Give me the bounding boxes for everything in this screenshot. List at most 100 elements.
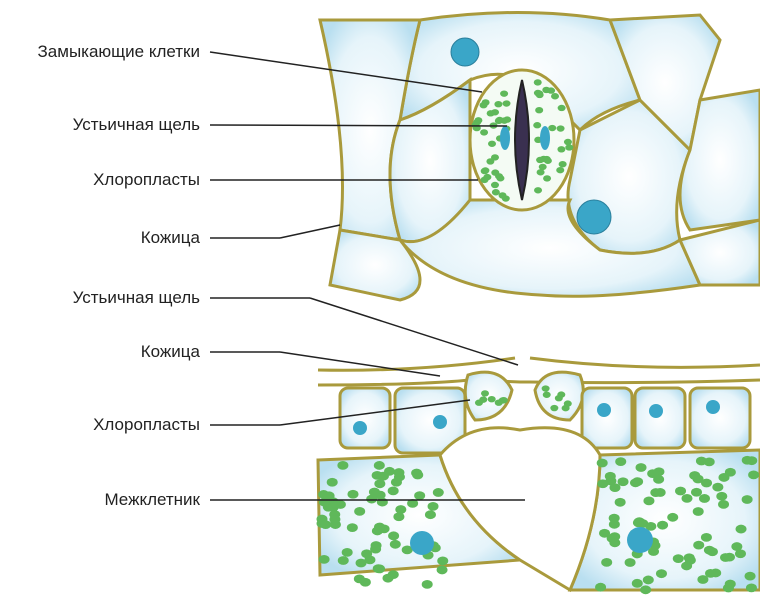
- chloroplast-icon: [604, 471, 616, 481]
- chloroplast-icon: [326, 477, 338, 487]
- chloroplast-icon: [390, 477, 402, 487]
- chloroplast-icon: [395, 505, 407, 514]
- chloroplast-icon: [491, 169, 500, 176]
- chloroplast-icon: [487, 395, 496, 403]
- chloroplast-icon: [388, 531, 400, 541]
- chloroplast-icon: [550, 404, 559, 412]
- label-intercellular-space: Межклетник: [104, 490, 200, 509]
- chloroplast-icon: [614, 497, 626, 507]
- chloroplast-icon: [494, 100, 503, 108]
- chloroplast-icon: [437, 556, 449, 566]
- chloroplast-icon: [481, 99, 490, 106]
- label-chloroplasts-top: Хлоропласты: [93, 170, 200, 189]
- chloroplast-icon: [705, 568, 717, 578]
- chloroplast-icon: [741, 495, 753, 504]
- chloroplast-icon: [407, 498, 419, 508]
- chloroplast-icon: [318, 554, 330, 564]
- nucleus-icon: [576, 199, 612, 235]
- chloroplast-icon: [341, 547, 353, 557]
- chloroplast-icon: [539, 155, 548, 163]
- nucleus-icon: [433, 415, 447, 429]
- chloroplast-icon: [640, 585, 652, 595]
- chloroplast-icon: [608, 513, 620, 523]
- chloroplast-icon: [631, 578, 643, 588]
- chloroplast-icon: [650, 488, 662, 497]
- chloroplast-icon: [643, 496, 655, 506]
- chloroplast-icon: [745, 583, 757, 593]
- chloroplast-icon: [368, 487, 380, 497]
- chloroplast-icon: [642, 575, 654, 585]
- chloroplast-icon: [692, 507, 704, 516]
- chloroplast-icon: [389, 539, 401, 549]
- chloroplast-icon: [320, 520, 332, 530]
- chloroplast-icon: [683, 553, 695, 563]
- chloroplast-icon: [706, 547, 718, 557]
- chloroplast-icon: [556, 125, 565, 132]
- chloroplast-icon: [542, 391, 551, 398]
- chloroplast-icon: [486, 110, 495, 117]
- chloroplast-icon: [599, 528, 611, 538]
- guard-cells: [468, 68, 576, 212]
- chloroplast-icon: [609, 538, 621, 548]
- chloroplast-icon: [693, 540, 705, 550]
- chloroplast-icon: [609, 483, 621, 492]
- chloroplast-icon: [561, 404, 570, 412]
- chloroplast-icon: [746, 456, 758, 466]
- nucleus-icon: [706, 400, 720, 414]
- chloroplast-icon: [387, 486, 399, 496]
- chloroplast-icon: [548, 124, 557, 132]
- chloroplast-icon: [355, 558, 367, 568]
- chloroplast-icon: [490, 154, 499, 161]
- chloroplast-icon: [393, 512, 405, 522]
- chloroplast-icon: [615, 457, 627, 467]
- nucleus-icon: [597, 403, 611, 417]
- chloroplast-icon: [354, 506, 366, 516]
- nucleus-icon: [410, 531, 434, 555]
- epidermis-surface-view: [318, 11, 760, 302]
- chloroplast-icon: [748, 470, 760, 480]
- chloroplast-icon: [330, 499, 342, 509]
- chloroplast-icon: [533, 79, 542, 86]
- label-chloroplasts-section: Хлоропласты: [93, 415, 200, 434]
- chloroplast-icon: [551, 93, 560, 100]
- chloroplast-icon: [608, 519, 620, 529]
- chloroplast-icon: [655, 569, 667, 579]
- chloroplast-icon: [723, 552, 735, 562]
- chloroplast-icon: [735, 524, 747, 534]
- label-guard-cells: Замыкающие клетки: [37, 42, 200, 61]
- chloroplast-icon: [691, 487, 703, 497]
- chloroplast-icon: [601, 557, 613, 567]
- chloroplast-icon: [624, 558, 636, 567]
- chloroplast-icon: [617, 477, 629, 487]
- chloroplast-icon: [556, 166, 565, 174]
- nucleus-icon: [450, 37, 480, 67]
- chloroplast-icon: [547, 87, 556, 94]
- nucleus-icon: [649, 404, 663, 418]
- chloroplast-icon: [645, 521, 657, 531]
- chloroplast-icon: [480, 176, 489, 184]
- chloroplast-icon: [724, 579, 736, 589]
- chloroplast-icon: [370, 544, 382, 554]
- chloroplast-icon: [703, 457, 715, 467]
- chloroplast-icon: [557, 391, 566, 398]
- chloroplast-icon: [635, 463, 647, 472]
- chloroplast-icon: [557, 104, 566, 112]
- chloroplast-icon: [393, 468, 405, 477]
- chloroplast-icon: [374, 564, 386, 574]
- label-epidermis-top: Кожица: [140, 228, 200, 247]
- chloroplast-icon: [329, 515, 341, 524]
- chloroplast-icon: [432, 488, 444, 497]
- chloroplast-icon: [364, 555, 376, 565]
- chloroplast-icon: [481, 167, 490, 174]
- chloroplast-icon: [353, 574, 365, 584]
- chloroplast-icon: [565, 144, 574, 151]
- chloroplast-icon: [697, 575, 709, 584]
- chloroplast-icon: [401, 545, 413, 555]
- chloroplast-icon: [491, 189, 500, 196]
- chloroplast-icon: [538, 163, 547, 171]
- chloroplast-icon: [632, 518, 644, 528]
- chloroplast-icon: [744, 571, 756, 581]
- chloroplast-icon: [647, 469, 659, 479]
- chloroplast-icon: [563, 138, 572, 146]
- chloroplast-icon: [377, 471, 389, 481]
